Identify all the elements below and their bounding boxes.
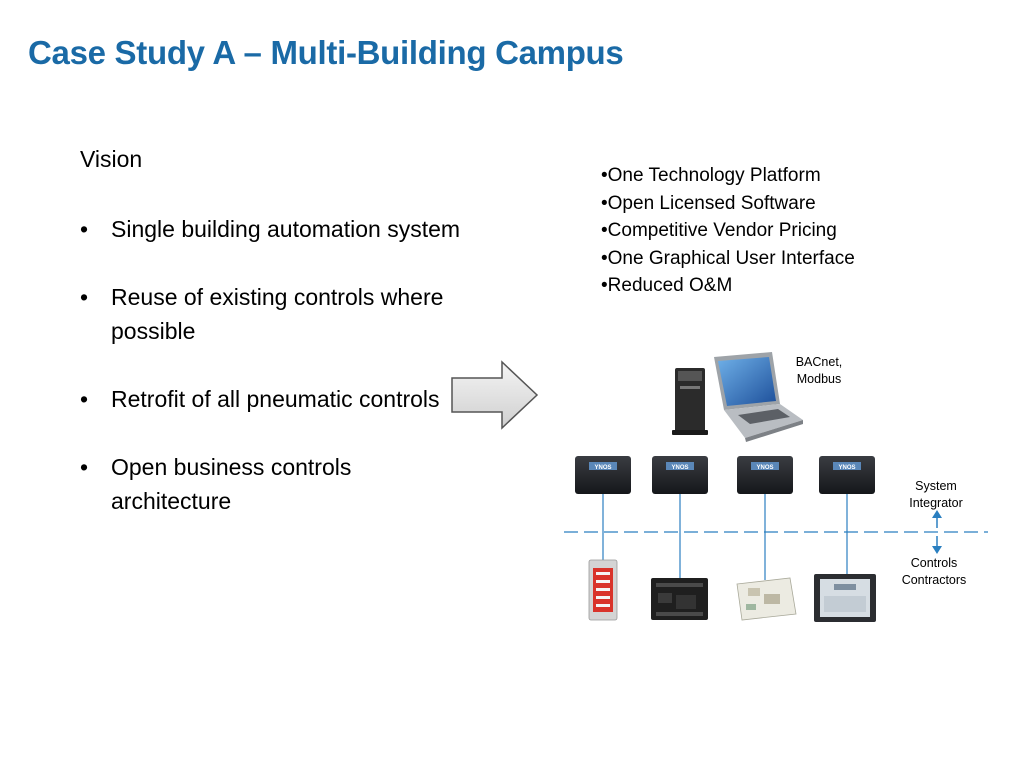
controller-badge: YNOS <box>594 465 611 471</box>
benefit-item: •One Graphical User Interface <box>601 247 855 269</box>
network-controller-icon: YNOS <box>819 456 875 494</box>
vision-bullet-list: • Single building automation system • Re… <box>80 212 470 552</box>
benefit-item: •One Technology Platform <box>601 165 821 186</box>
benefit-item: •Open Licensed Software <box>601 192 816 214</box>
server-tower-icon <box>672 368 708 435</box>
controls-contractors-label-text: Controls Contractors <box>901 556 967 587</box>
controller-board-icon <box>651 578 708 620</box>
bullet-marker: • <box>80 284 89 310</box>
benefit-item: •Reduced O&M <box>601 275 733 296</box>
vision-bullet-item: • Retrofit of all pneumatic controls <box>80 382 470 416</box>
network-controller-icon: YNOS <box>575 456 631 494</box>
bullet-marker: • <box>80 454 89 480</box>
controller-badge: YNOS <box>838 465 855 471</box>
vision-bullet-text: Open business controls architecture <box>111 454 352 514</box>
controls-contractors-label: Controls Contractors <box>889 555 979 589</box>
arrow-up-icon <box>932 510 942 528</box>
protocol-label: BACnet, Modbus <box>779 354 859 388</box>
vision-bullet-text: Retrofit of all pneumatic controls <box>111 386 440 412</box>
vision-heading: Vision <box>80 146 143 172</box>
system-integrator-label: System Integrator <box>896 478 976 512</box>
laptop-icon <box>714 352 803 442</box>
vision-bullet-item: • Open business controls architecture <box>80 450 470 518</box>
connection-lines <box>602 494 848 580</box>
vision-bullet-text: Single building automation system <box>111 216 461 242</box>
transition-arrow-icon <box>451 360 539 430</box>
benefit-item: •Competitive Vendor Pricing <box>601 220 837 241</box>
slide-title: Case Study A – Multi-Building Campus <box>28 34 624 71</box>
bullet-marker: • <box>80 386 89 412</box>
protocol-label-text: BACnet, Modbus <box>795 355 843 386</box>
arrow-down-icon <box>932 536 942 554</box>
network-controller-icon: YNOS <box>652 456 708 494</box>
circuit-board-icon <box>736 577 797 621</box>
vision-bullet-item: • Single building automation system <box>80 212 470 246</box>
bullet-marker: • <box>80 216 89 242</box>
vision-bullet-text: Reuse of existing controls where possibl… <box>111 284 444 344</box>
system-integrator-label-text: System Integrator <box>909 479 963 510</box>
vision-bullet-item: • Reuse of existing controls where possi… <box>80 280 470 348</box>
controller-badge: YNOS <box>671 465 688 471</box>
benefits-list: •One Technology Platform •Open Licensed … <box>601 162 855 300</box>
controller-badge: YNOS <box>756 465 773 471</box>
network-controller-icon: YNOS <box>737 456 793 494</box>
io-module-icon <box>588 559 618 621</box>
vav-controller-icon <box>814 574 876 622</box>
